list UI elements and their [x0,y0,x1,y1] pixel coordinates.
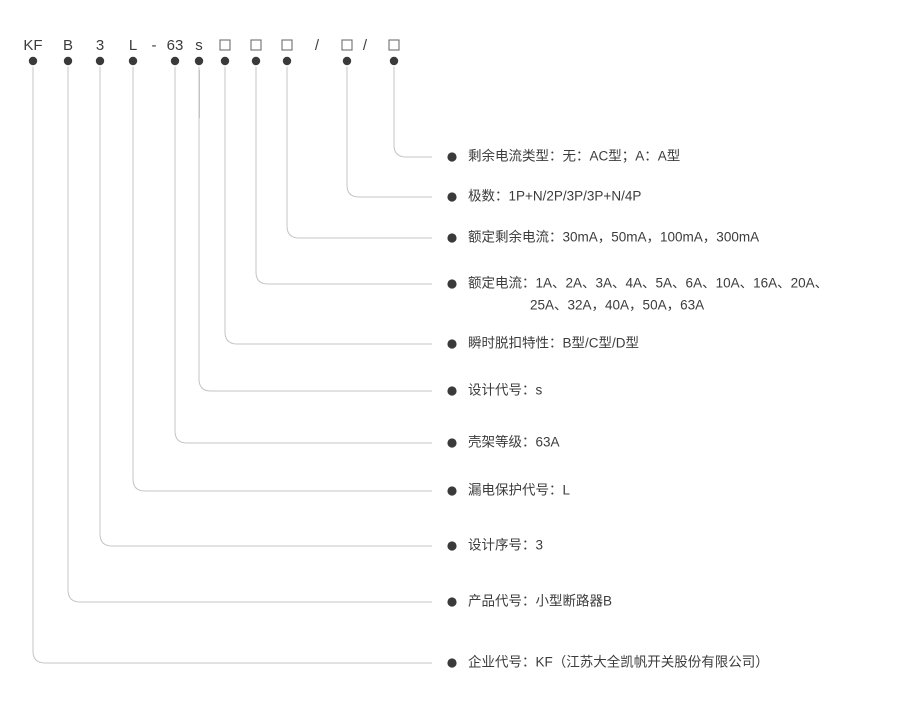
code-node-dot-rated-current [251,56,261,66]
callout-dot-residual-type [447,152,457,162]
callout-label-rated-current: 额定电流：1A、2A、3A、4A、5A、6A、10A、16A、20A、 [468,276,828,291]
callout-dot-design-code [447,386,457,396]
callout-label-leakage: 漏电保护代号：L [468,483,570,498]
code-node-dot-enterprise [28,56,38,66]
callout-label-enterprise: 企业代号：KF（江苏大全凯帆开关股份有限公司） [468,654,769,670]
callout-label-design-serial: 设计序号：3 [468,538,543,553]
leader-line-leakage [132,66,432,492]
code-segment-design-serial: 3 [96,37,104,54]
code-node-dot-product [63,56,73,66]
code-segment-slash-2: / [363,37,368,54]
placeholder-box-icon [341,39,353,51]
code-segment-residual-type [388,39,400,51]
placeholder-box-icon [219,39,231,51]
leader-line-trip-curve [224,66,432,345]
leader-line-frame-rating [174,66,432,444]
code-segment-rated-current [250,39,262,51]
callout-label-product: 产品代号：小型断路器B [468,594,612,609]
placeholder-box-icon [250,39,262,51]
code-node-dot-residual-current [282,56,292,66]
code-node-dot-leakage [128,56,138,66]
code-segment-leakage: L [129,37,137,54]
leader-line-enterprise [32,66,432,664]
code-segment-slash-1: / [315,37,320,54]
leader-line-design-serial [99,66,432,547]
leader-line-residual-type [393,66,432,158]
callout-label-design-code: 设计代号：s [468,383,542,398]
code-node-dot-design-code [194,56,204,66]
code-node-dot-residual-type [389,56,399,66]
callout-dot-rated-current [447,279,457,289]
callout-leakage: 漏电保护代号：L [468,483,570,498]
code-segment-frame-rating: 63 [167,37,184,54]
callout-residual-type: 剩余电流类型：无：AC型；A：A型 [468,148,680,165]
callout-dot-product [447,597,457,607]
leader-lines [32,66,432,664]
callout-frame-rating: 壳架等级：63A [468,434,560,450]
placeholder-box-icon [388,39,400,51]
leader-dots [447,152,457,668]
callout-label-trip-curve: 瞬时脱扣特性：B型/C型/D型 [468,336,639,351]
callout-design-code: 设计代号：s [468,383,542,398]
callout-dot-design-serial [447,541,457,551]
callout-rated-current: 额定电流：1A、2A、3A、4A、5A、6A、10A、16A、20A、 25A、3… [468,276,828,313]
callout-dot-frame-rating [447,438,457,448]
code-segment-product: B [63,37,73,54]
callout-dot-leakage [447,486,457,496]
code-node-dots [28,56,399,118]
callout-residual-current: 额定剩余电流：30mA，50mA，100mA，300mA [468,229,759,245]
leader-line-rated-current [255,66,432,285]
callout-enterprise: 企业代号：KF（江苏大全凯帆开关股份有限公司） [468,654,769,670]
callout-label-rated-current-line2: 25A、32A，40A，50A，63A [530,298,704,313]
callout-product: 产品代号：小型断路器B [468,594,612,609]
callout-label-residual-current: 额定剩余电流：30mA，50mA，100mA，300mA [468,229,759,245]
callout-dot-trip-curve [447,339,457,349]
callout-dot-residual-current [447,233,457,243]
placeholder-box-icon [281,39,293,51]
code-segment-enterprise: KF [23,37,42,54]
code-segment-poles [341,39,353,51]
code-segment-trip-curve [219,39,231,51]
callout-trip-curve: 瞬时脱扣特性：B型/C型/D型 [468,336,639,351]
callout-design-serial: 设计序号：3 [468,538,543,553]
callout-poles: 极数：1P+N/2P/3P/3P+N/4P [468,189,641,204]
code-segment-design-code: s [195,37,203,54]
callout-label-poles: 极数：1P+N/2P/3P/3P+N/4P [468,189,641,204]
code-row: KF B 3 L-63 s / / [23,37,400,54]
code-segment-dash: - [152,37,157,54]
code-node-dot-frame-rating [170,56,180,66]
leader-line-residual-current [286,66,432,239]
callout-dot-poles [447,192,457,202]
leader-line-design-code [198,66,432,392]
leader-line-product [67,66,432,603]
callout-dot-enterprise [447,658,457,668]
code-segment-residual-current [281,39,293,51]
code-node-dot-design-serial [95,56,105,66]
leader-line-poles [346,66,432,198]
code-node-dot-poles [342,56,352,66]
code-node-dot-trip-curve [220,56,230,66]
callout-label-residual-type: 剩余电流类型：无：AC型；A：A型 [468,148,680,165]
callout-label-frame-rating: 壳架等级：63A [468,434,560,450]
